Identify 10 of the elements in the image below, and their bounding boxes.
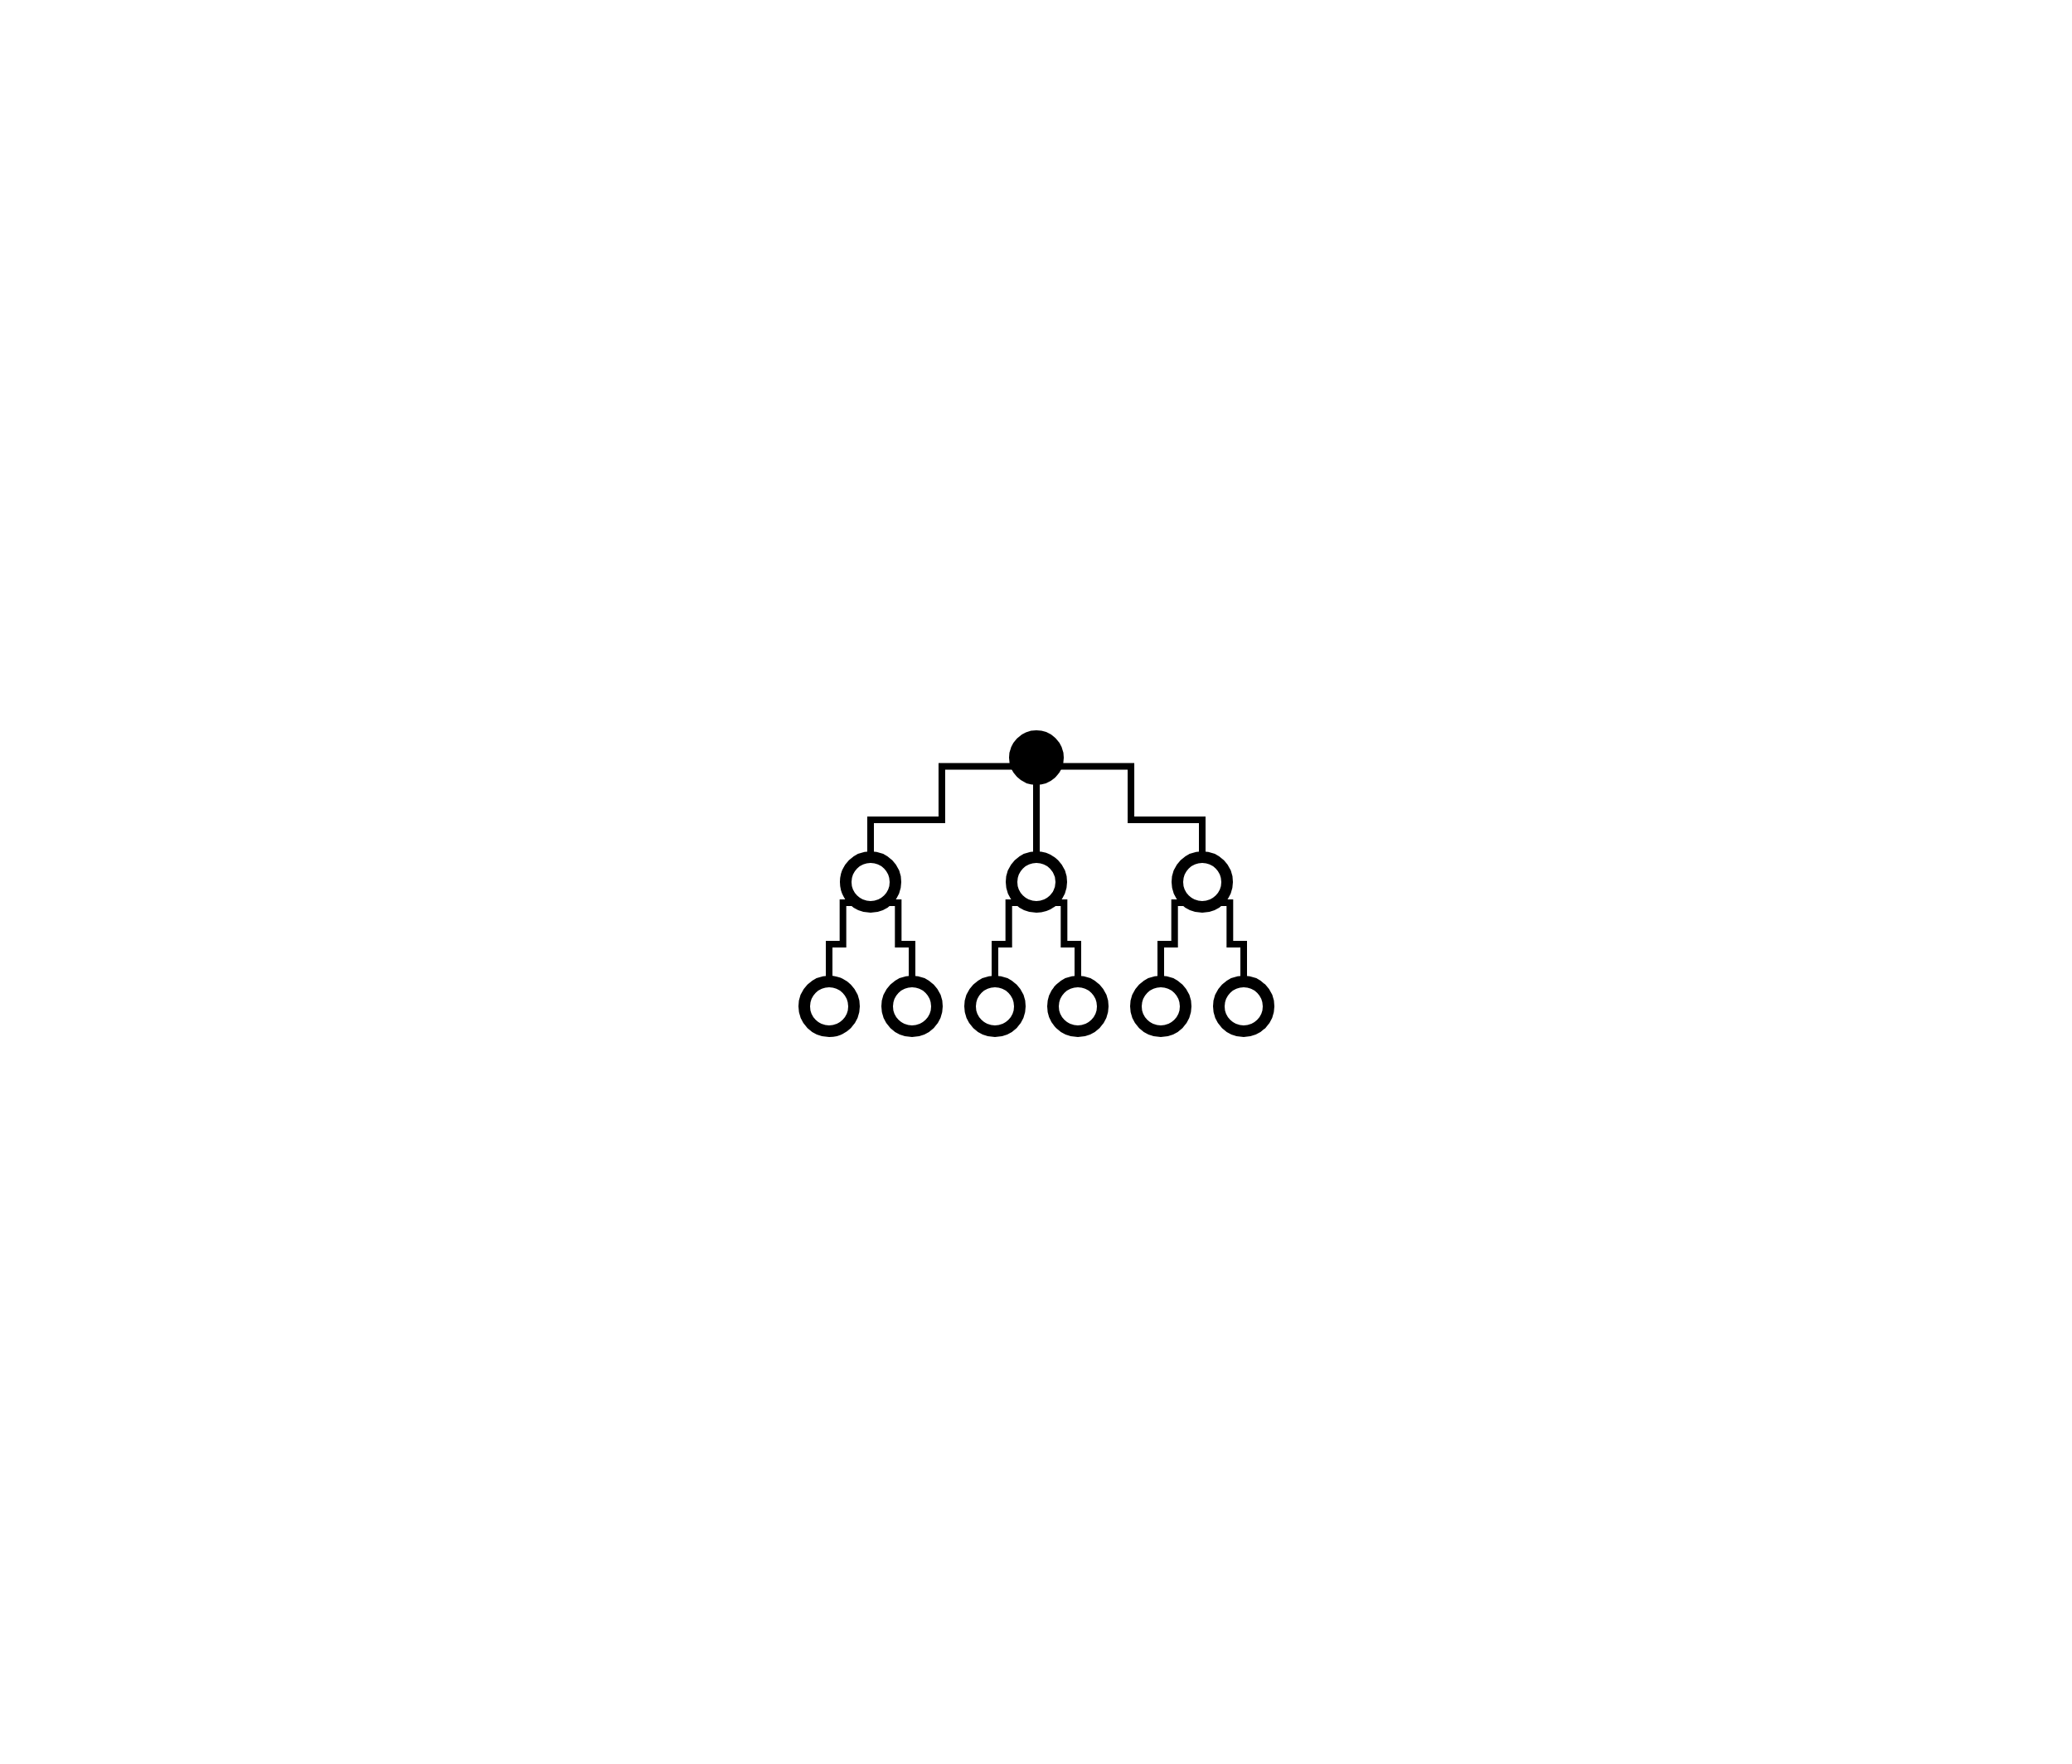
node-circle — [798, 976, 860, 1037]
node-circle — [839, 851, 901, 913]
node-circle — [1005, 851, 1067, 913]
node-circle — [1129, 976, 1191, 1037]
node-circle — [1008, 730, 1064, 785]
node-circle — [1046, 976, 1109, 1037]
node-circle — [963, 976, 1026, 1037]
node-circle — [1212, 976, 1274, 1037]
node-circle — [1171, 851, 1233, 913]
node-circle — [881, 976, 943, 1037]
